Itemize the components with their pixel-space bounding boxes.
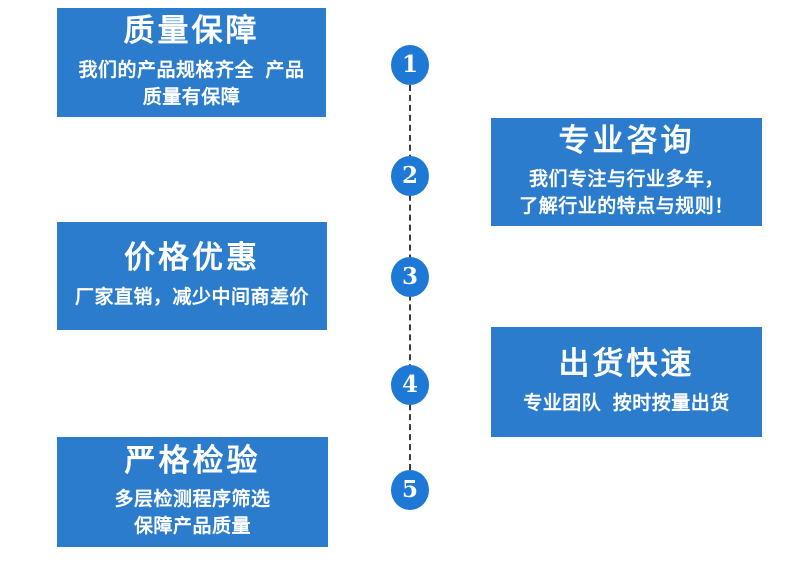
feature-description-line: 厂家直销，减少中间商差价 [74,286,309,308]
feature-title: 专业咨询 [558,122,695,158]
feature-description-line: 质量有保障 [142,86,241,108]
feature-box-quality-assurance: 质量保障 我们的产品规格齐全 产品 质量有保障 [57,8,326,117]
timeline-node-1: 1 [391,45,429,85]
feature-box-favorable-price: 价格优惠 厂家直销，减少中间商差价 [57,222,327,330]
feature-title: 严格检验 [124,442,261,478]
feature-description-line: 我们专注与行业多年， [528,169,724,191]
timeline-node-2: 2 [391,156,429,196]
timeline-node-5: 5 [391,470,429,510]
timeline-node-4: 4 [391,365,429,405]
feature-description-line: 专业团队 按时按量出货 [523,392,730,414]
feature-title: 价格优惠 [124,240,260,276]
feature-title: 质量保障 [123,13,260,49]
feature-description-line: 多层检测程序筛选 [114,489,271,511]
feature-description-line: 保障产品质量 [133,516,251,538]
feature-box-fast-shipping: 出货快速 专业团队 按时按量出货 [491,327,762,437]
feature-description-line: 我们的产品规格齐全 产品 [78,59,305,81]
feature-description-line: 了解行业的特点与规则！ [519,196,734,218]
feature-box-strict-inspection: 严格检验 多层检测程序筛选 保障产品质量 [57,437,328,547]
timeline-node-3: 3 [391,257,429,297]
feature-box-professional-consulting: 专业咨询 我们专注与行业多年， 了解行业的特点与规则！ [491,118,762,226]
feature-title: 出货快速 [558,346,695,382]
